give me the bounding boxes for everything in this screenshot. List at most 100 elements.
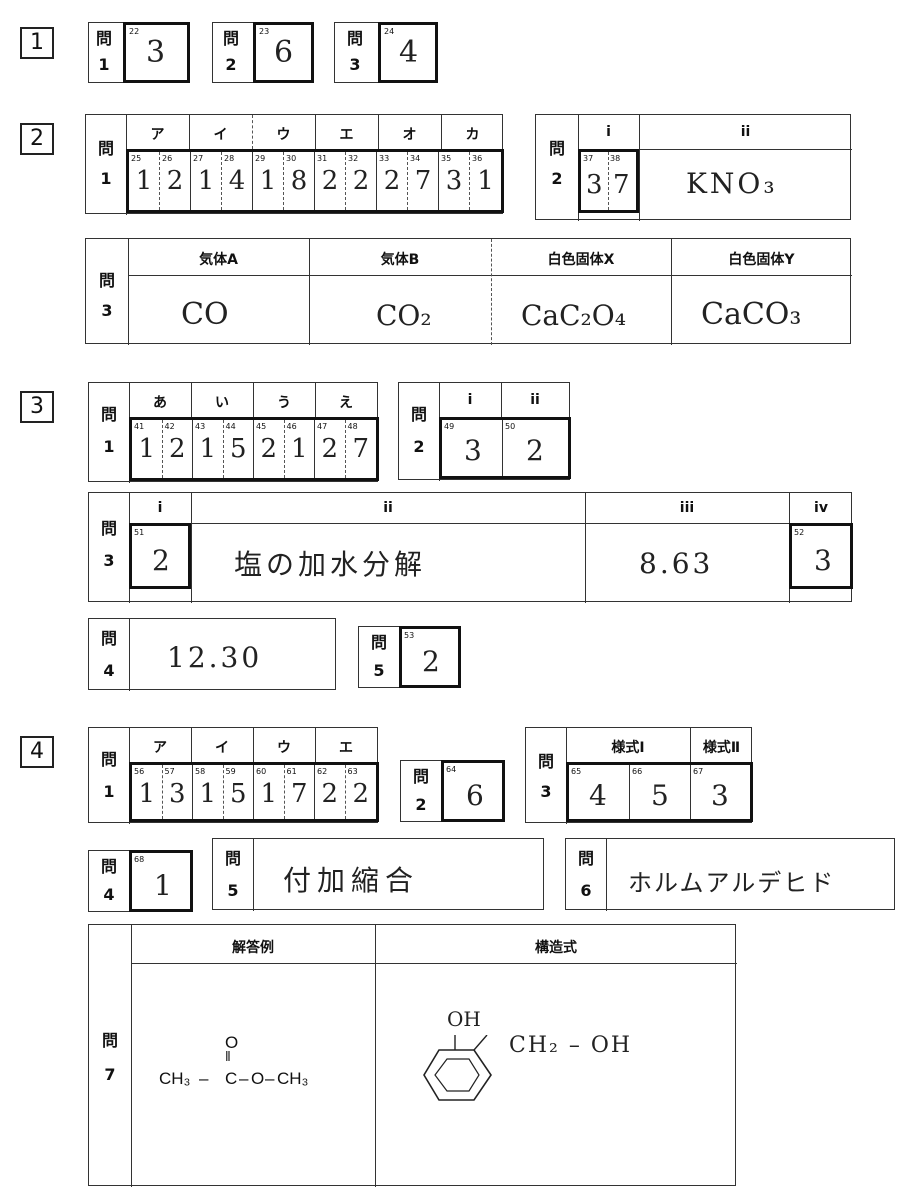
question-number: 5: [227, 881, 239, 900]
answer-text[interactable]: ホルムアルデヒド: [628, 869, 836, 897]
answer-box[interactable]: 49 50 3 2: [439, 417, 571, 479]
section-number-1: 1: [20, 27, 54, 59]
answer-code: 29: [255, 154, 266, 163]
answer-code: 51: [134, 528, 145, 537]
answer-code: 22: [129, 27, 140, 36]
answer-ii-text[interactable]: 塩の加水分解: [234, 548, 427, 581]
answer-digit: 2: [166, 166, 184, 196]
answer-code: 42: [164, 422, 175, 431]
digit-box[interactable]: 37 38 3 7: [578, 149, 639, 213]
methyl-right: CH₃: [277, 1069, 309, 1088]
answer-solid-x[interactable]: CaC₂O₄: [521, 299, 626, 332]
answer-digit: 5: [229, 434, 247, 464]
answer-solid-y[interactable]: CaCO₃: [701, 297, 802, 332]
answer-text[interactable]: KNO₃: [686, 167, 778, 200]
question-number: 7: [104, 1065, 116, 1084]
header-structure: 構造式: [535, 940, 577, 956]
answer-code: 34: [410, 154, 421, 163]
answer-digit: 1: [477, 166, 494, 196]
answer-box[interactable]: 22 3: [123, 22, 190, 83]
answer-box[interactable]: 64 6: [441, 760, 505, 822]
answer-iii-text[interactable]: 8.63: [639, 547, 714, 580]
answer-box[interactable]: 53 2: [399, 626, 461, 688]
question-4-3: 問 3 様式Ⅰ 様式Ⅱ 65 66 67 4 5 3: [525, 727, 753, 824]
answer-box[interactable]: 24 4: [378, 22, 438, 83]
answer-gas-b[interactable]: CO₂: [376, 299, 432, 332]
answer-code: 33: [379, 154, 390, 163]
answer-text[interactable]: 付加縮合: [283, 864, 420, 897]
answer-code: 67: [693, 767, 704, 776]
header-i: i: [467, 392, 473, 408]
answer-box-i[interactable]: 51 2: [129, 523, 191, 589]
question-number: 1: [100, 169, 112, 188]
answer-code: 65: [571, 767, 582, 776]
answer-gas-a[interactable]: CO: [181, 297, 229, 332]
answer-code: 43: [195, 422, 206, 431]
answer-text[interactable]: 12.30: [167, 641, 263, 674]
header-solid-x: 白色固体X: [547, 252, 615, 268]
answer-digit: 2: [321, 166, 339, 196]
answer-value: 3: [711, 779, 729, 812]
answer-code: 37: [583, 154, 594, 163]
answer-boxes[interactable]: 65 66 67 4 5 3: [566, 762, 753, 822]
answer-code: 59: [225, 767, 236, 776]
answer-code: 48: [347, 422, 358, 431]
answer-code: 49: [444, 422, 455, 431]
benzene-ring-drawing: [423, 1035, 492, 1101]
answer-code: 58: [195, 767, 206, 776]
answer-digit: 2: [321, 779, 339, 809]
mon-label: 問: [346, 29, 363, 48]
answer-value: 2: [526, 434, 544, 467]
double-bond: ‖: [225, 1048, 231, 1064]
question-4-5: 問 5 付加縮合: [212, 838, 544, 911]
answer-box[interactable]: 23 6: [253, 22, 314, 83]
answer-digit: 7: [414, 166, 432, 196]
question-1-3: 問 3 24 4: [334, 22, 438, 83]
mon-label: 問: [537, 752, 554, 771]
answer-digit: 2: [260, 434, 278, 464]
mon-label: 問: [412, 767, 429, 786]
answer-box[interactable]: 68 1: [129, 850, 193, 912]
answer-digit: 1: [290, 434, 308, 464]
answer-code: 36: [472, 154, 483, 163]
mon-label: 問: [100, 405, 117, 424]
answer-code: 38: [610, 154, 621, 163]
answer-code: 24: [384, 27, 395, 36]
answer-box-iv[interactable]: 52 3: [789, 523, 853, 589]
question-number: 5: [373, 661, 385, 680]
answer-value: 4: [399, 35, 419, 70]
question-4-4: 問 4 68 1: [88, 850, 193, 912]
question-3-4: 問 4 12.30: [88, 618, 336, 691]
